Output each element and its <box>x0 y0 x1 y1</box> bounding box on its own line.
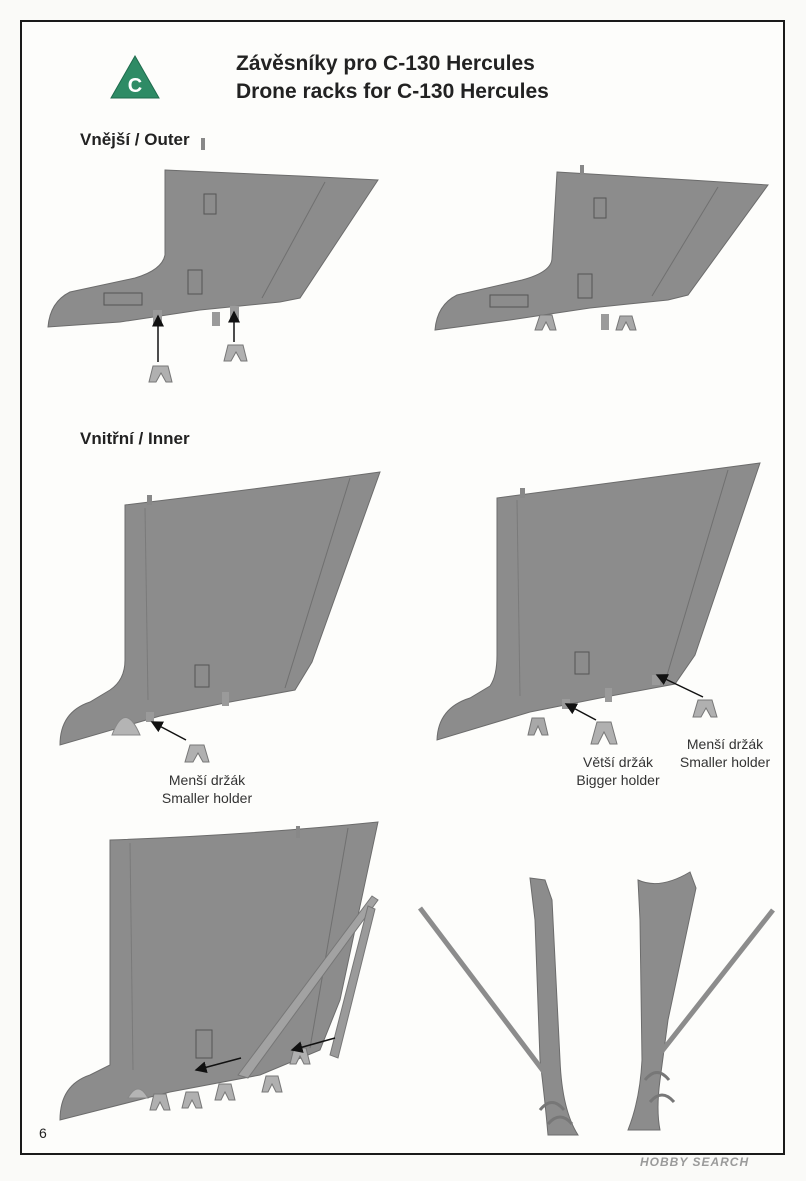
label-bigger-holder: Větší držák Bigger holder <box>561 753 675 789</box>
outer-holders-loose-left <box>148 344 248 383</box>
inner-holder-loose-left <box>184 744 210 763</box>
label-smaller-holder-right: Menší držák Smaller holder <box>668 735 782 771</box>
smaller-holder-loose-right <box>692 699 718 718</box>
arrow-strut-1 <box>194 1057 242 1074</box>
front-view-right <box>627 871 775 1131</box>
page-number: 6 <box>39 1125 47 1141</box>
label-smaller-en: Smaller holder <box>679 754 771 770</box>
outer-wing-pylon-left <box>47 138 379 328</box>
section-heading-inner: Vnitřní / Inner <box>80 429 190 448</box>
badge-letter: C <box>128 75 142 97</box>
section-heading-outer: Vnější / Outer <box>80 130 190 149</box>
label-bigger-cz: Větší držák <box>582 754 654 770</box>
assembled-pylon-with-strut <box>59 821 379 1121</box>
arrow-inner-bigger <box>564 703 597 721</box>
label-smaller-cz: Menší držák <box>168 772 246 788</box>
section-c-badge: C <box>110 55 160 99</box>
label-smaller-holder-left: Menší držák Smaller holder <box>150 771 264 807</box>
badge-triangle <box>110 55 160 99</box>
arrow-inner-smaller <box>655 674 704 698</box>
label-bigger-en: Bigger holder <box>576 772 660 788</box>
label-smaller-en: Smaller holder <box>161 790 253 806</box>
label-smaller-cz: Menší držák <box>686 736 764 752</box>
outer-wing-pylon-right <box>434 165 769 331</box>
arrow-inner-left <box>150 721 187 741</box>
title-czech: Závěsníky pro C-130 Hercules <box>236 52 535 75</box>
inner-wing-pylon-right <box>436 462 761 741</box>
arrow-strut-2 <box>290 1037 336 1053</box>
bigger-holder-loose <box>590 721 618 745</box>
front-view-left <box>418 877 579 1136</box>
title-english: Drone racks for C-130 Hercules <box>236 80 549 103</box>
inner-wing-pylon-left <box>59 471 381 746</box>
watermark: HOBBY SEARCH <box>640 1155 750 1169</box>
